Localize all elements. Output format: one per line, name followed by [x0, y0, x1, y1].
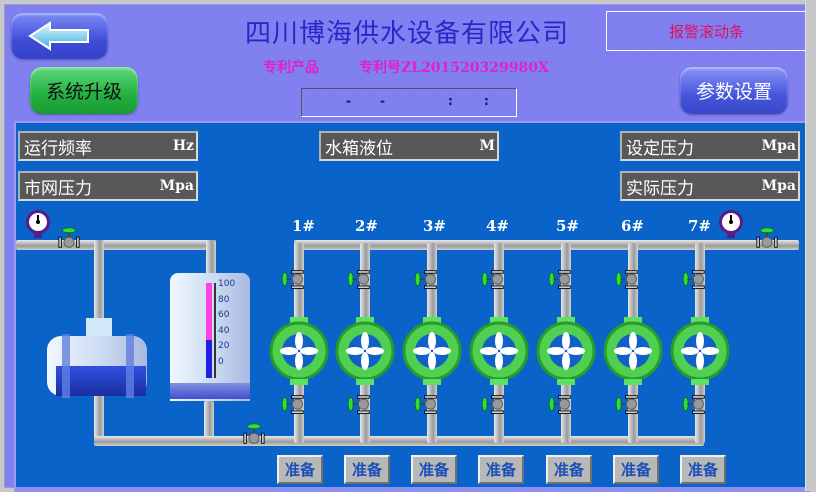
window-edge — [805, 0, 816, 491]
readout-label: 水箱液位 — [325, 138, 393, 159]
readout-unit: M — [479, 138, 496, 154]
pump-inlet-valve-icon[interactable] — [479, 269, 509, 291]
readout-label: 运行频率 — [24, 138, 92, 159]
pipe-segment — [206, 240, 216, 280]
pump-outlet-valve-icon[interactable] — [345, 394, 375, 416]
mains-pressure-readout: 市网压力 Mpa — [18, 171, 198, 201]
pump-label: 1# — [292, 217, 316, 235]
system-upgrade-button[interactable]: 系统升级 — [30, 67, 138, 114]
pressure-gauge-icon — [26, 210, 50, 238]
tank-base — [170, 383, 250, 399]
readout-label: 设定压力 — [626, 138, 694, 159]
pump-status-button[interactable]: 准备 — [277, 455, 323, 484]
tank-level-readout: 水箱液位 M — [319, 131, 499, 161]
pump-status-button[interactable]: 准备 — [344, 455, 390, 484]
pump-inlet-valve-icon[interactable] — [680, 269, 710, 291]
pump-status-button[interactable]: 准备 — [478, 455, 524, 484]
pump-outlet-valve-icon[interactable] — [613, 394, 643, 416]
pipe-segment — [94, 436, 214, 446]
time-separator: : — [484, 94, 489, 108]
level-scale — [214, 283, 216, 378]
pump-inlet-valve-icon[interactable] — [345, 269, 375, 291]
centrifugal-pump-icon[interactable] — [334, 317, 396, 385]
gate-valve-icon[interactable] — [54, 227, 84, 249]
pump-label: 7# — [688, 217, 712, 235]
centrifugal-pump-icon[interactable] — [401, 317, 463, 385]
level-ticks: 100 80 60 40 20 0 — [218, 279, 236, 367]
back-button[interactable] — [11, 13, 108, 59]
inlet-pipe — [16, 240, 216, 250]
readout-unit: Mpa — [761, 138, 796, 154]
pump-inlet-valve-icon[interactable] — [279, 269, 309, 291]
pump-inlet-valve-icon[interactable] — [412, 269, 442, 291]
datetime-display: - - : : — [301, 88, 517, 117]
pump-label: 2# — [355, 217, 379, 235]
readout-unit: Hz — [172, 138, 194, 154]
level-bar-empty — [206, 283, 212, 340]
hmi-window: 系统升级 四川博海供水设备有限公司 专利产品 专利号ZL201520329980… — [4, 4, 810, 492]
pump-status-button[interactable]: 准备 — [546, 455, 592, 484]
pump-status-button[interactable]: 准备 — [613, 455, 659, 484]
pressure-tank-icon — [47, 318, 147, 398]
pump-label: 5# — [556, 217, 580, 235]
arrow-left-icon — [27, 21, 89, 51]
pump-inlet-valve-icon[interactable] — [546, 269, 576, 291]
level-bar — [206, 283, 212, 378]
pump-inlet-valve-icon[interactable] — [613, 269, 643, 291]
pump-label: 6# — [621, 217, 645, 235]
pump-outlet-valve-icon[interactable] — [279, 394, 309, 416]
gate-valve-icon[interactable] — [752, 227, 782, 249]
centrifugal-pump-icon[interactable] — [268, 317, 330, 385]
pump-inlet-manifold — [204, 436, 704, 446]
pipe-segment — [94, 393, 104, 443]
pump-label: 4# — [486, 217, 510, 235]
pump-outlet-valve-icon[interactable] — [546, 394, 576, 416]
patent-number-label: 专利号ZL201520329980X — [359, 60, 549, 76]
pump-outlet-valve-icon[interactable] — [479, 394, 509, 416]
centrifugal-pump-icon[interactable] — [535, 317, 597, 385]
readout-unit: Mpa — [159, 178, 194, 194]
parameter-settings-button[interactable]: 参数设置 — [680, 67, 788, 114]
time-separator: : — [448, 94, 453, 108]
readout-label: 市网压力 — [24, 178, 92, 199]
centrifugal-pump-icon[interactable] — [602, 317, 664, 385]
company-title: 四川博海供水设备有限公司 — [244, 19, 569, 49]
centrifugal-pump-icon[interactable] — [669, 317, 731, 385]
pump-outlet-valve-icon[interactable] — [680, 394, 710, 416]
frequency-readout: 运行频率 Hz — [18, 131, 198, 161]
pipe-segment — [204, 401, 214, 446]
actual-pressure-readout: 实际压力 Mpa — [620, 171, 800, 201]
gate-valve-icon[interactable] — [239, 423, 269, 445]
set-pressure-readout: 设定压力 Mpa — [620, 131, 800, 161]
date-separator: - — [346, 94, 351, 108]
pump-status-button[interactable]: 准备 — [411, 455, 457, 484]
pump-outlet-manifold — [294, 240, 799, 250]
process-panel: 运行频率 Hz 市网压力 Mpa 水箱液位 M 设定压力 Mpa 实际压力 Mp… — [14, 121, 810, 492]
alarm-marquee: 报警滚动条 — [606, 11, 807, 51]
water-tank: 100 80 60 40 20 0 — [170, 273, 250, 401]
readout-label: 实际压力 — [626, 178, 694, 199]
pump-label: 3# — [423, 217, 447, 235]
patent-product-label: 专利产品 — [263, 60, 319, 76]
date-separator: - — [380, 94, 385, 108]
pressure-gauge-icon — [719, 210, 743, 238]
pump-outlet-valve-icon[interactable] — [412, 394, 442, 416]
pump-status-button[interactable]: 准备 — [680, 455, 726, 484]
pipe-segment — [94, 240, 104, 320]
readout-unit: Mpa — [761, 178, 796, 194]
centrifugal-pump-icon[interactable] — [468, 317, 530, 385]
